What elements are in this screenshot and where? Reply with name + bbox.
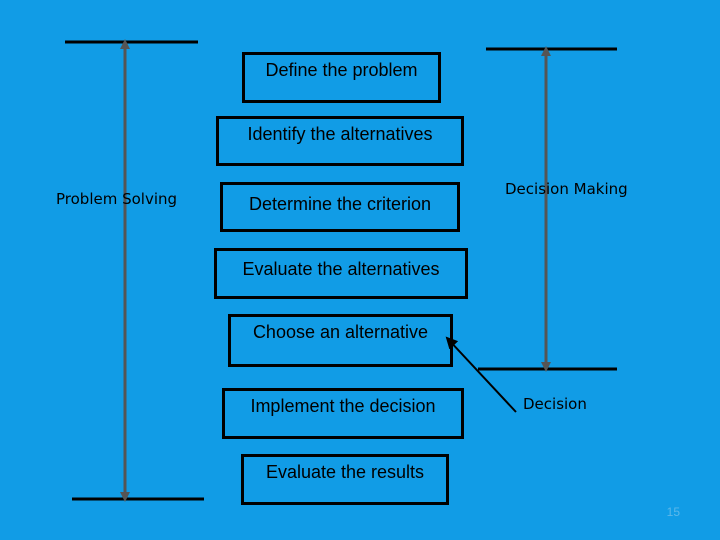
decision-making-label: Decision Making [505, 180, 628, 198]
decision-callout-arrow [445, 336, 517, 413]
step-evaluate-alternatives: Evaluate the alternatives [214, 248, 468, 299]
step-identify-alternatives: Identify the alternatives [216, 116, 464, 166]
step-determine-criterion: Determine the criterion [220, 182, 460, 232]
step-implement-decision: Implement the decision [222, 388, 464, 439]
step-evaluate-results: Evaluate the results [241, 454, 449, 505]
problem-solving-label: Problem Solving [56, 190, 178, 208]
step-choose-alternative: Choose an alternative [228, 314, 453, 367]
decision-label: Decision [523, 395, 587, 413]
slide-number: 15 [666, 505, 680, 519]
step-define-problem: Define the problem [242, 52, 441, 103]
